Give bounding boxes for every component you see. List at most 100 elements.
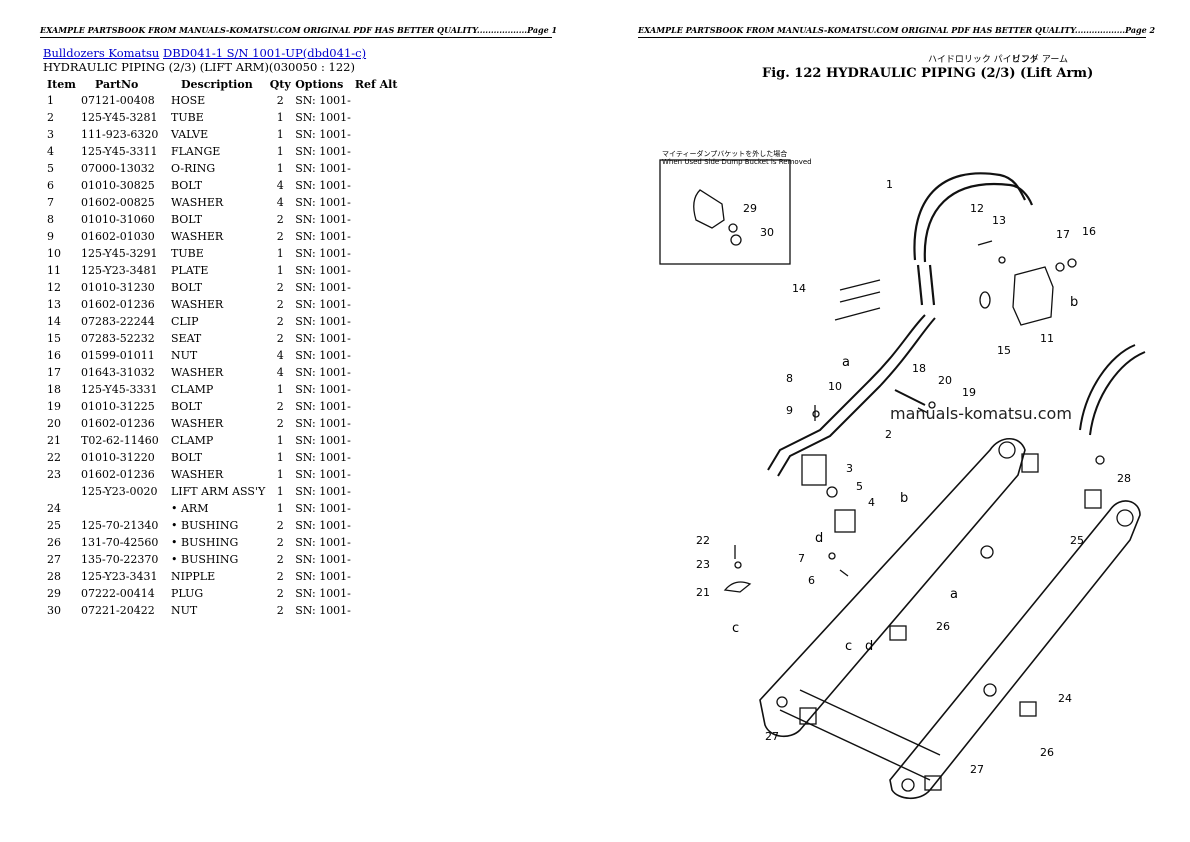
page-header-left: EXAMPLE PARTSBOOK FROM MANUALS-KOMATSU.C… xyxy=(40,25,557,38)
cell-description: • BUSHING xyxy=(171,536,239,549)
washer-17 xyxy=(1055,262,1065,272)
hose-2 xyxy=(923,182,1034,263)
washer-13 xyxy=(998,256,1006,264)
breadcrumb-link-bulldozers[interactable]: Bulldozers Komatsu xyxy=(43,46,160,60)
cell-item: 22 xyxy=(47,451,61,464)
callout-25: 25 xyxy=(1070,534,1084,547)
cell-ref-alt xyxy=(351,551,398,568)
watermark: manuals-komatsu.com xyxy=(890,404,1072,423)
cell-options: SN: 1001- xyxy=(295,332,351,345)
cell-ref-alt xyxy=(351,177,398,194)
cell-item: 7 xyxy=(47,196,54,209)
hose-drop-2 xyxy=(928,264,936,306)
cell-qty: 1 xyxy=(276,383,284,396)
cell-description: WASHER xyxy=(171,468,224,481)
callout-30: 30 xyxy=(760,226,774,239)
cell-ref-alt xyxy=(351,109,398,126)
cell-options: SN: 1001- xyxy=(295,213,351,226)
cell-qty: 2 xyxy=(276,230,284,243)
callout-28: 28 xyxy=(1117,472,1131,485)
cell-options: SN: 1001- xyxy=(295,502,351,515)
callout-27a: 27 xyxy=(765,730,779,743)
cell-ref-alt xyxy=(351,211,398,228)
callout-4: 4 xyxy=(868,496,875,509)
cell-qty: 2 xyxy=(276,281,284,294)
cell-partno: 125-Y45-3281 xyxy=(81,111,158,124)
cell-partno: 01010-31225 xyxy=(81,400,155,413)
cell-ref-alt xyxy=(351,279,398,296)
cell-item: 6 xyxy=(47,179,54,192)
cell-ref-alt xyxy=(351,313,398,330)
callout-26b: 26 xyxy=(1040,746,1054,759)
cell-partno: 07000-13032 xyxy=(81,162,155,175)
cell-ref-alt xyxy=(351,92,398,109)
cell-qty: 2 xyxy=(276,332,284,345)
breadcrumb-link-model[interactable]: DBD041-1 S/N 1001-UP(dbd041-c) xyxy=(162,46,367,60)
cell-partno xyxy=(77,500,167,517)
cell-partno: 125-70-21340 xyxy=(81,519,159,532)
callout-labels: 1 2 3 4 5 6 7 8 9 10 11 12 13 14 15 16 1… xyxy=(696,178,1131,776)
callout-b1: b xyxy=(1070,295,1078,310)
cell-item: 20 xyxy=(47,417,61,430)
cell-qty: 1 xyxy=(276,162,284,175)
cell-options: SN: 1001- xyxy=(295,349,351,362)
callout-20: 20 xyxy=(938,374,952,387)
cell-ref-alt xyxy=(351,143,398,160)
cell-options: SN: 1001- xyxy=(295,281,351,294)
cell-item: 18 xyxy=(47,383,61,396)
cell-qty: 1 xyxy=(276,468,284,481)
cell-ref-alt xyxy=(351,602,398,619)
cell-options: SN: 1001- xyxy=(295,451,351,464)
callout-a2: a xyxy=(950,587,958,602)
cell-qty: 1 xyxy=(276,247,284,260)
callout-8: 8 xyxy=(786,372,793,385)
parts-table-header: Item PartNo Description Qty Options Ref … xyxy=(43,76,397,92)
callout-10: 10 xyxy=(828,380,842,393)
lift-arm-right xyxy=(889,500,1141,800)
callout-21: 21 xyxy=(696,586,710,599)
hose-drop-1 xyxy=(916,264,924,306)
cell-item: 19 xyxy=(47,400,61,413)
figure-jp-title-2: リフト アーム xyxy=(1012,55,1069,65)
tube-10 xyxy=(777,317,936,477)
cell-ref-alt xyxy=(351,432,398,449)
cell-partno: 01010-31230 xyxy=(81,281,155,294)
cell-description: PLUG xyxy=(171,587,204,600)
cell-description: • ARM xyxy=(171,502,209,515)
callout-24: 24 xyxy=(1058,692,1072,705)
plate-11 xyxy=(1012,266,1054,326)
cell-options: SN: 1001- xyxy=(295,383,351,396)
cell-description: BOLT xyxy=(171,281,203,294)
inset-plug xyxy=(728,223,738,233)
washer-9 xyxy=(812,410,820,418)
cell-partno: 07283-22244 xyxy=(81,315,155,328)
cell-ref-alt xyxy=(351,483,398,500)
cell-options: SN: 1001- xyxy=(295,536,351,549)
cell-description: NUT xyxy=(171,604,198,617)
cell-partno: T02-62-11460 xyxy=(81,434,159,447)
cell-options: SN: 1001- xyxy=(295,247,351,260)
cell-options: SN: 1001- xyxy=(295,145,351,158)
cell-item: 12 xyxy=(47,281,61,294)
callout-5: 5 xyxy=(856,480,863,493)
cell-partno: 125-Y23-3481 xyxy=(81,264,158,277)
cell-partno: 01602-00825 xyxy=(81,196,155,209)
bushing-25a xyxy=(1021,453,1039,473)
cell-description: SEAT xyxy=(171,332,202,345)
col-item: Item xyxy=(47,77,76,91)
bushing-26b xyxy=(1019,701,1037,717)
inset-box xyxy=(659,159,791,265)
callout-19: 19 xyxy=(962,386,976,399)
cell-options: SN: 1001- xyxy=(295,128,351,141)
clamp-18 xyxy=(894,389,926,406)
callout-b2: b xyxy=(900,491,908,506)
